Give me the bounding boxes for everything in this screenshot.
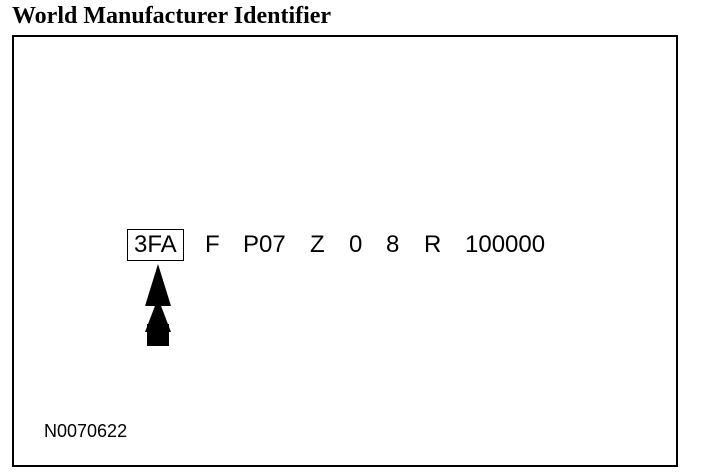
up-arrow-icon	[145, 264, 171, 346]
figure-id: N0070622	[44, 421, 128, 441]
vin-segment-engine: Z	[310, 231, 325, 258]
page-title: World Manufacturer Identifier	[12, 3, 332, 29]
vin-segment-wmi: 3FA	[127, 229, 184, 261]
vin-segment-plant: R	[424, 231, 442, 258]
vin-segment-model-year: 8	[386, 231, 400, 258]
vin-segment-model: P07	[243, 231, 286, 258]
vin-segment-restraint: F	[205, 231, 220, 258]
vin-segment-serial: 100000	[465, 231, 546, 258]
vin-segment-check-digit: 0	[349, 231, 363, 258]
diagram-frame	[12, 35, 678, 467]
